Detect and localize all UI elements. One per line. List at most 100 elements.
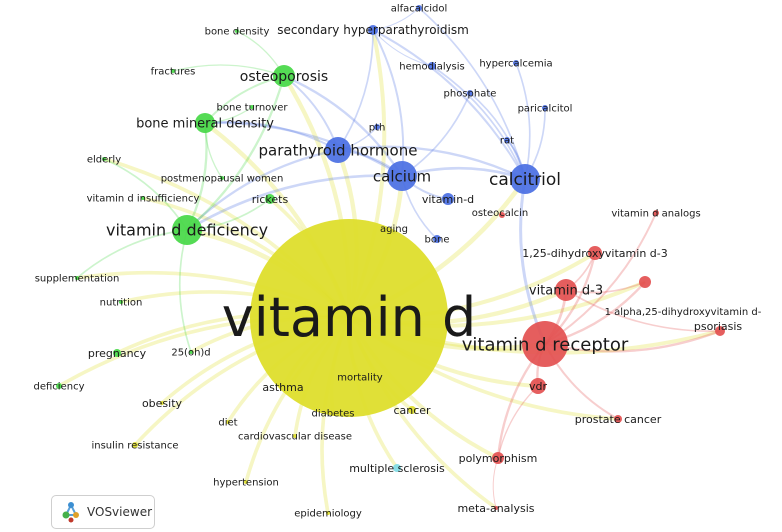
label-calcium: calcium bbox=[373, 167, 431, 185]
label-diet: diet bbox=[218, 418, 237, 429]
link-calcitriol-shpt bbox=[372, 29, 526, 180]
label-paricalcitol: paricalcitol bbox=[518, 104, 573, 115]
node-diet[interactable] bbox=[226, 420, 230, 424]
label-bone: bone bbox=[425, 235, 450, 246]
label-oh_d: 25(oh)d bbox=[171, 348, 210, 359]
node-fractures[interactable] bbox=[171, 69, 175, 73]
link-calcium-osteoporosis bbox=[283, 74, 403, 177]
node-pregnancy[interactable] bbox=[113, 349, 121, 357]
node-vd3[interactable] bbox=[555, 279, 577, 301]
label-bone_turnover: bone turnover bbox=[217, 103, 289, 114]
label-vitamin_d: vitamin d bbox=[222, 286, 477, 349]
label-vd_deficiency: vitamin d deficiency bbox=[106, 221, 268, 240]
node-psoriasis[interactable] bbox=[715, 326, 725, 336]
label-calcitriol: calcitriol bbox=[489, 170, 561, 190]
vosviewer-logo-button[interactable]: VOSviewer bbox=[51, 495, 155, 529]
node-phosphate[interactable] bbox=[467, 90, 473, 96]
node-rickets[interactable] bbox=[265, 194, 275, 204]
node-calcium[interactable] bbox=[387, 161, 417, 191]
label-fractures: fractures bbox=[151, 67, 196, 78]
link-polymorphism-meta bbox=[492, 457, 499, 509]
node-vitamin_d[interactable] bbox=[250, 219, 448, 417]
node-supplementation[interactable] bbox=[75, 276, 79, 280]
link-osteoporosis-fractures bbox=[172, 64, 285, 77]
node-alfacalcidol[interactable] bbox=[416, 5, 422, 11]
node-polymorphism[interactable] bbox=[492, 452, 504, 464]
node-calcitriol[interactable] bbox=[510, 164, 540, 194]
link-vd_deficiency-osteoporosis bbox=[186, 75, 286, 231]
label-pregnancy: pregnancy bbox=[88, 347, 147, 360]
node-layer[interactable] bbox=[56, 5, 725, 515]
node-dihydroxy[interactable] bbox=[588, 246, 602, 260]
link-calcitriol-hemodialysis bbox=[431, 65, 526, 180]
node-osteocalcin[interactable] bbox=[499, 212, 505, 218]
node-osteoporosis[interactable] bbox=[273, 65, 295, 87]
link-pth_hormone-vd_deficiency bbox=[186, 148, 339, 231]
node-vd_analogs[interactable] bbox=[653, 210, 659, 216]
node-pth_hormone[interactable] bbox=[325, 137, 351, 163]
label-alfacalcidol: alfacalcidol bbox=[391, 4, 447, 15]
node-bone_density[interactable] bbox=[235, 29, 239, 33]
label-rat: rat bbox=[500, 136, 514, 147]
vosviewer-icon bbox=[62, 502, 79, 523]
label-dihydroxy: 1,25-dihydroxyvitamin d-3 bbox=[522, 247, 667, 260]
node-postmeno[interactable] bbox=[220, 176, 224, 180]
node-vdr[interactable] bbox=[530, 378, 546, 394]
node-hemodialysis[interactable] bbox=[428, 62, 436, 70]
label-insufficiency: vitamin d insufficiency bbox=[87, 194, 200, 205]
node-cardio[interactable] bbox=[293, 434, 297, 438]
link-pth_hormone-bmd bbox=[204, 120, 339, 151]
label-ms: multiple sclerosis bbox=[349, 462, 445, 475]
node-shpt[interactable] bbox=[368, 25, 378, 35]
node-bone_turnover[interactable] bbox=[250, 105, 254, 109]
node-rat[interactable] bbox=[504, 137, 510, 143]
node-hypertension[interactable] bbox=[244, 480, 248, 484]
label-meta: meta-analysis bbox=[457, 502, 534, 515]
label-alpha: 1 alpha,25-dihydroxyvitamin d- bbox=[605, 307, 762, 318]
node-paricalcitol[interactable] bbox=[542, 105, 548, 111]
label-diabetes: diabetes bbox=[311, 409, 354, 420]
link-vd3-psoriasis bbox=[565, 289, 721, 332]
node-insulin[interactable] bbox=[132, 442, 138, 448]
node-epidemiology[interactable] bbox=[326, 511, 330, 515]
label-cancer: cancer bbox=[393, 404, 431, 417]
label-osteocalcin: osteocalcin bbox=[472, 208, 529, 219]
label-elderly: elderly bbox=[87, 155, 121, 166]
label-shpt: secondary hyperparathyroidism bbox=[277, 23, 469, 37]
node-elderly[interactable] bbox=[102, 157, 106, 161]
label-nutrition: nutrition bbox=[100, 298, 143, 309]
node-meta[interactable] bbox=[494, 506, 498, 510]
node-deficiency[interactable] bbox=[56, 383, 62, 389]
node-vitamin_d_hy[interactable] bbox=[442, 193, 454, 205]
label-polymorphism: polymorphism bbox=[459, 452, 538, 465]
node-cancer[interactable] bbox=[408, 406, 416, 414]
label-hemodialysis: hemodialysis bbox=[399, 62, 465, 73]
node-alpha[interactable] bbox=[639, 276, 651, 288]
link-calcitriol-hypercalcemia bbox=[515, 62, 531, 180]
label-prostate: prostate cancer bbox=[575, 413, 662, 426]
node-bone[interactable] bbox=[433, 235, 441, 243]
link-shpt-hemodialysis bbox=[372, 29, 433, 67]
node-insufficiency[interactable] bbox=[141, 196, 145, 200]
label-bone_density: bone density bbox=[205, 27, 270, 38]
label-insulin: insulin resistance bbox=[91, 441, 178, 452]
node-prostate[interactable] bbox=[614, 415, 622, 423]
node-vdr_receptor[interactable] bbox=[522, 321, 568, 367]
label-psoriasis: psoriasis bbox=[694, 320, 743, 333]
label-cardio: cardiovascular disease bbox=[238, 432, 352, 443]
node-bmd[interactable] bbox=[195, 113, 215, 133]
node-hypercalcemia[interactable] bbox=[513, 60, 519, 66]
node-oh_d[interactable] bbox=[189, 350, 193, 354]
node-vd_deficiency[interactable] bbox=[172, 215, 202, 245]
node-nutrition[interactable] bbox=[119, 300, 123, 304]
label-aging: aging bbox=[380, 224, 408, 235]
link-calcitriol-pth_hormone bbox=[337, 145, 526, 181]
node-ms[interactable] bbox=[393, 464, 401, 472]
node-obesity[interactable] bbox=[160, 401, 164, 405]
node-pth[interactable] bbox=[374, 124, 380, 130]
label-rickets: rickets bbox=[252, 193, 289, 206]
label-vd3: vitamin d-3 bbox=[529, 284, 603, 299]
